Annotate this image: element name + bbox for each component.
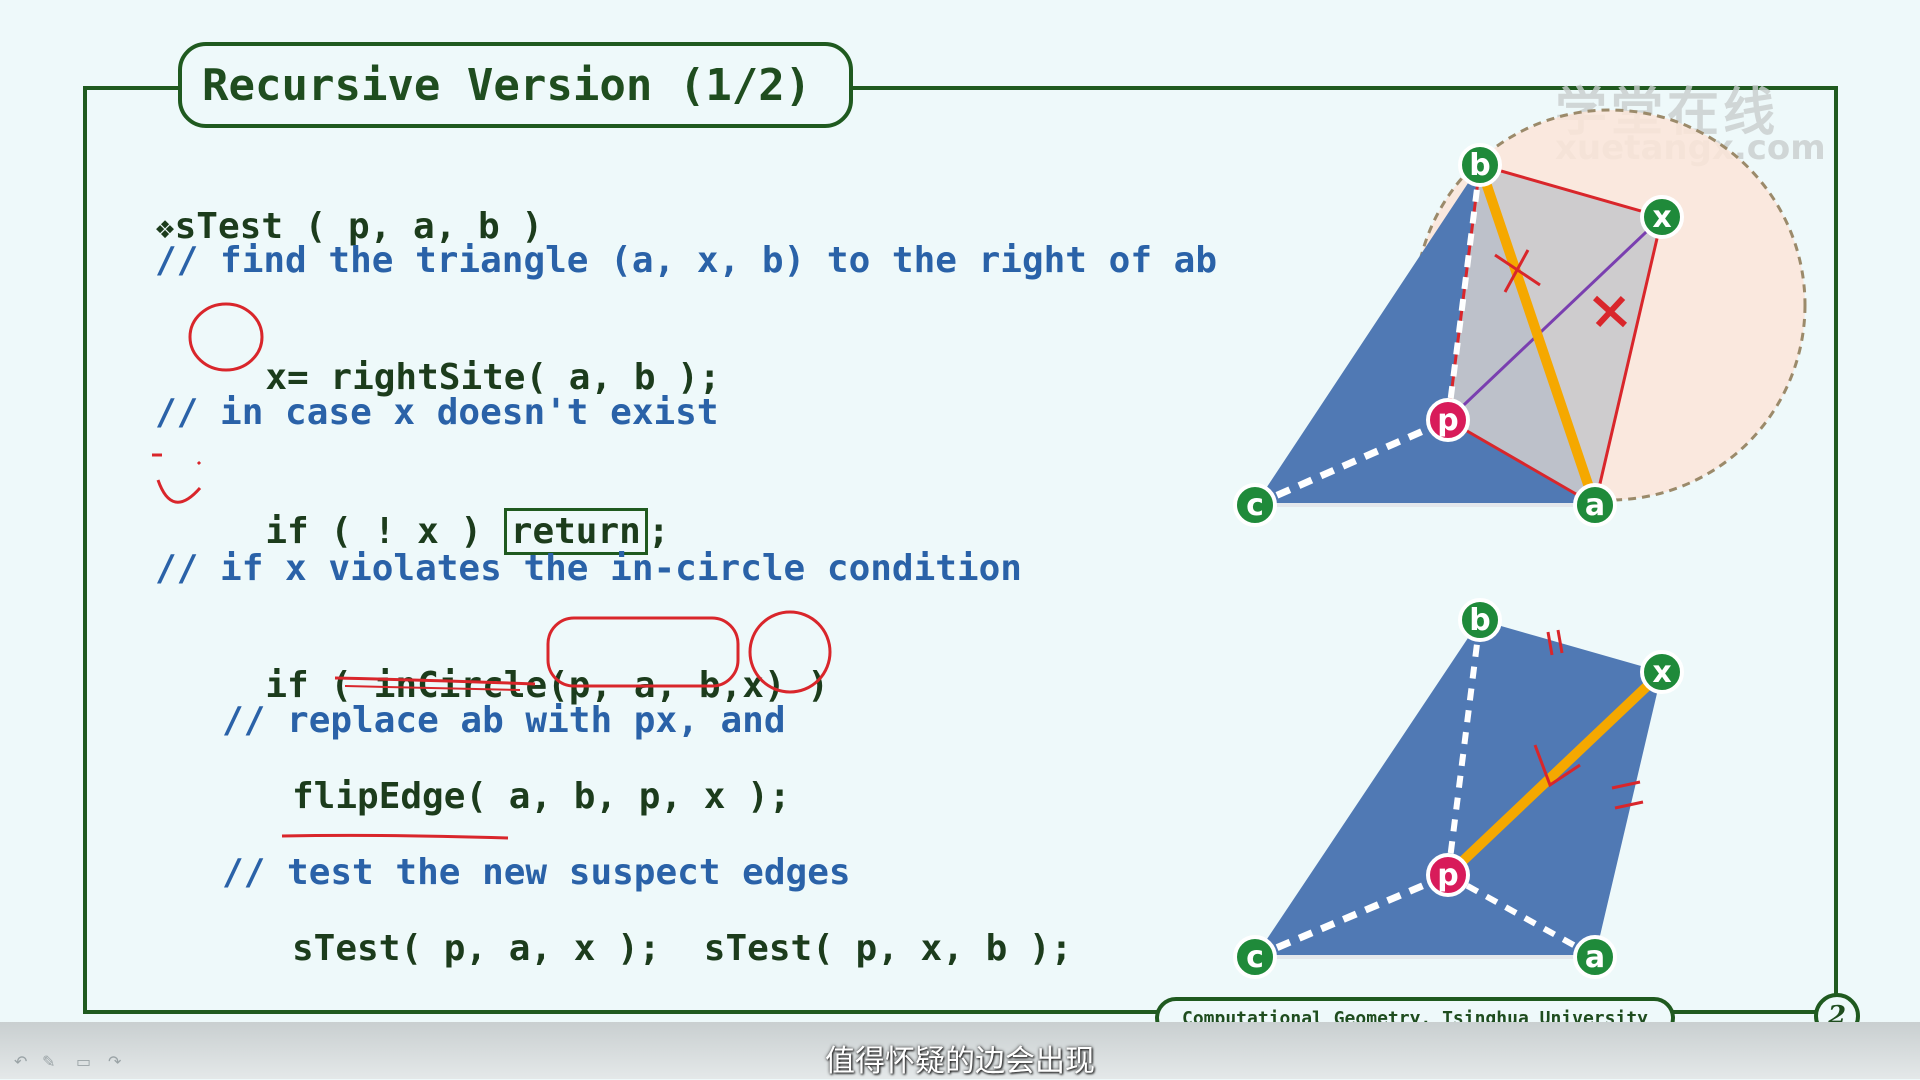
player-control-bar[interactable] [0,1022,1920,1079]
edge-px [1446,215,1664,422]
annotation-underline-incircle [334,676,536,686]
edge-ab-highlight [1475,163,1600,507]
redo-icon[interactable]: ↷ [108,1052,122,1071]
edge-pa-dashed [1446,872,1597,960]
vertex-c-bottom [1233,935,1277,979]
vertex-label: p [1437,403,1458,438]
bullet-icon: ❖ [155,208,175,246]
code-line-flipedge: flipEdge( a, b, p, x ); [292,776,791,817]
return-keyword-box: return [503,508,648,555]
code-text: , [720,665,743,706]
vertex-c-top [1233,483,1277,527]
annotation-smile [156,479,202,504]
vertex-b-bottom [1458,598,1502,642]
code-text: if ( inCircle( [265,665,569,706]
vertex-label: p [1437,858,1458,893]
code-line-stest-def: ❖sTest ( p, a, b ) [112,165,543,247]
undo-icon[interactable]: ↶ [14,1052,28,1071]
vertex-x-top [1640,195,1684,239]
comment-test-suspect: // test the new suspect edges [222,852,851,893]
comment-replace-edge: // replace ab with px, and [222,700,786,741]
annotation-eyes [152,453,202,466]
diagram-bottom: b x p c a [1233,598,1684,979]
vertex-label: a [1585,940,1605,975]
edge-px-highlight [1444,668,1666,879]
comment-find-triangle: // find the triangle (a, x, b) to the ri… [155,240,1218,281]
comment-x-not-exist: // in case x doesn't exist [155,392,719,433]
slide-title: Recursive Version (1/2) [178,42,853,128]
annotation-cross-x [1592,295,1628,328]
annotation-tick-bx [1546,629,1564,656]
vertex-label: b [1469,603,1490,638]
code-text: = rightSite( a, b ); [287,357,721,398]
annotation-underline-incircle-2 [344,685,521,691]
code-text: sTest ( p, a, b ) [174,206,544,247]
vertex-a-bottom [1573,935,1617,979]
vertex-label: x [1652,655,1671,690]
vertex-x-bottom [1640,650,1684,694]
annotation-cross-ab [1494,249,1541,293]
vertex-a-top [1573,483,1617,527]
quad-region [1448,165,1662,505]
edge-cp-dashed [1253,416,1450,509]
edge-cp-dashed [1253,871,1450,961]
pen-icon[interactable]: ✎ [42,1052,56,1071]
code-line-if-return: if ( ! x ) return; [222,470,670,555]
vertex-label: x [1652,200,1671,235]
vertex-label: b [1469,148,1490,183]
quad-after-flip [1255,620,1662,957]
annotation-check [1533,744,1581,788]
slide-frame [83,86,1838,1014]
screen-icon[interactable]: ▭ [76,1052,92,1071]
video-subtitle: 值得怀疑的边会出现 [825,1044,1095,1079]
code-text: if ( ! x ) [265,511,504,552]
vertex-label: c [1246,488,1264,523]
annotation-circle-arg-x [748,610,832,694]
diagram-top: b x p c a [1233,108,1807,527]
code-line-recursive-calls: sTest( p, a, x ); sTest( p, x, b ); [292,928,1073,969]
vertex-p-top [1426,398,1470,442]
vertex-label: a [1585,488,1605,523]
annotation-underline-flipedge [281,833,509,840]
annotation-box-pab [546,616,740,688]
vertex-b-top [1458,143,1502,187]
var-x: x [265,357,288,398]
code-text: ; [647,511,670,552]
comment-incircle-violation: // if x violates the in-circle condition [155,548,1022,589]
code-line-rightsite: x= rightSite( a, b ); [222,316,721,398]
vertex-p-bottom [1426,853,1470,897]
vertex-label: c [1246,940,1264,975]
annotation-circle-x [188,302,264,372]
annotation-tick-xa [1611,780,1644,810]
